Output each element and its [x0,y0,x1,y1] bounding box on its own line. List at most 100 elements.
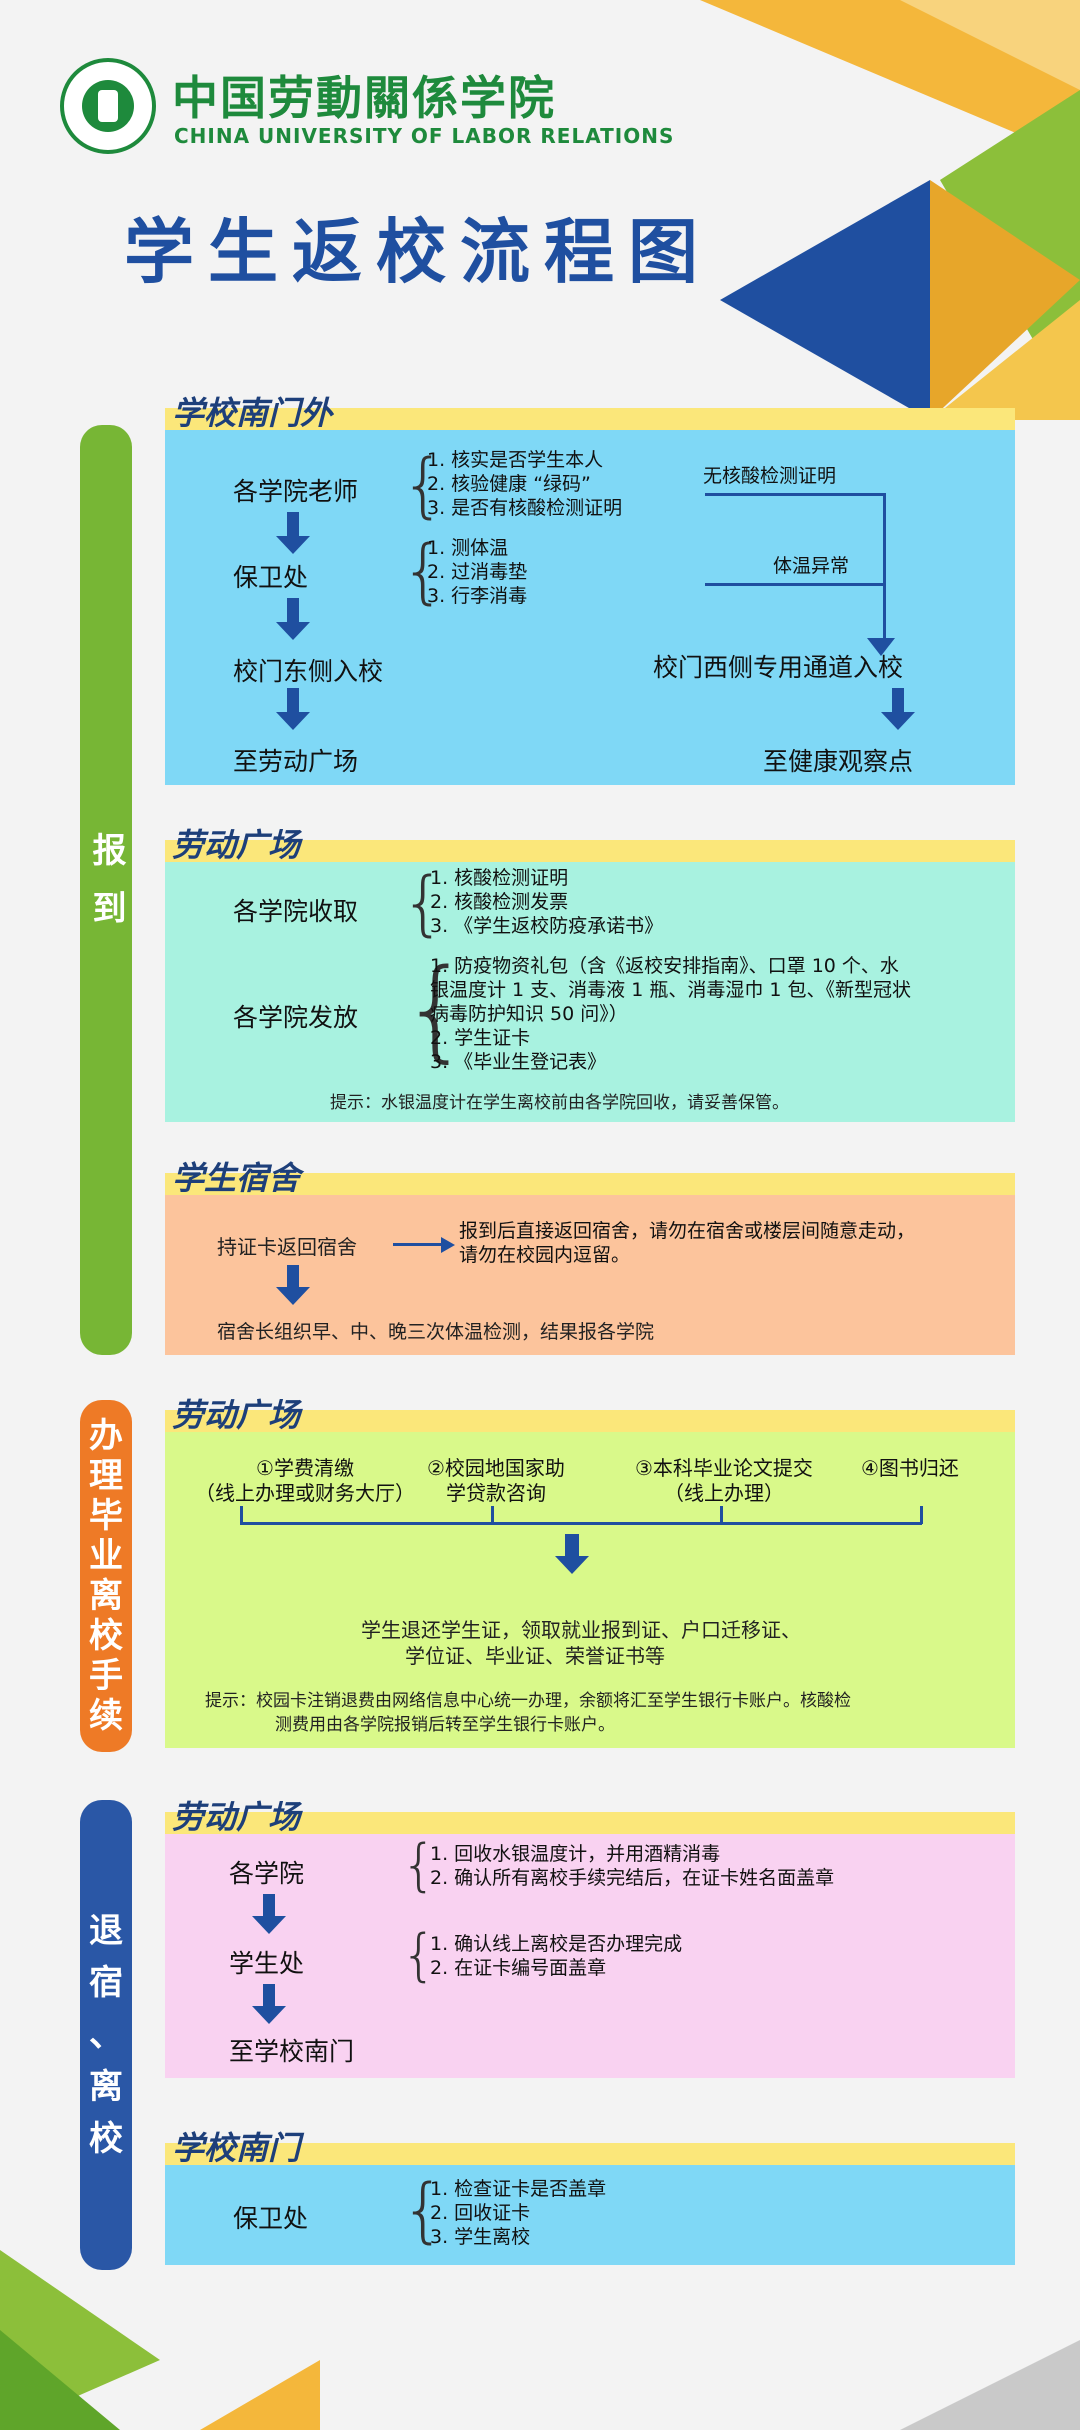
arrow-head [252,2006,286,2024]
section-box-south-gate: 保卫处 { 1. 检查证卡是否盖章 2. 回收证卡 3. 学生离校 [165,2165,1015,2265]
issue-item-1: 1. 防疫物资礼包（含《返校安排指南》、口罩 10 个、水 [430,955,899,977]
tip-thermometer: 提示：水银温度计在学生离校前由各学院回收，请妥善保管。 [330,1093,789,1113]
sidebar-graduate-c3: 业 [89,1536,123,1576]
dorm-note-2: 请勿在校园内逗留。 [459,1244,631,1266]
sidebar-graduate-c0: 办 [89,1416,123,1456]
arrow [287,688,299,714]
collect-item-3: 3. 《学生返校防疫承诺书》 [430,915,664,937]
gate-item-2: 2. 回收证卡 [430,2202,531,2224]
sidebar-graduate-c6: 手 [89,1656,123,1696]
brace: { [401,945,471,1073]
sidebar-leave-c1: 宿 [89,1963,123,2003]
arrow [263,1894,275,1918]
section-heading-labor-square-2: 劳动广场 [172,1396,301,1434]
grad-tip-2: 测费用由各学院报销后转至学生银行卡账户。 [275,1715,615,1735]
grad-step-4: ④图书归还 [861,1456,959,1480]
sidebar-leave: 退 宿 、 离 校 [80,1800,132,2270]
student-item-1: 1. 确认线上离校是否办理完成 [430,1933,683,1955]
grad-step-3-line2: （线上办理） [663,1481,784,1505]
arrow [287,512,299,538]
section-heading-dorm: 学生宿舍 [172,1159,301,1197]
arrow-head [276,1287,310,1305]
section-heading-south-gate-outside: 学校南门外 [172,394,333,432]
step-east-entry: 校门东侧入校 [233,657,384,686]
step-card-return: 持证卡返回宿舍 [217,1235,357,1259]
arrow [892,688,904,714]
grad-step-1: ①学费清缴 （线上办理或财务大厅） [195,1456,415,1506]
security-item-2: 2. 过消毒垫 [427,561,528,583]
teacher-item-2: 2. 核验健康 “绿码” [427,473,591,495]
section-heading-labor-square-1: 劳动广场 [172,826,301,864]
step-student-office: 学生处 [229,1949,305,1978]
school-name-cn: 中国劳動關係学院 [172,71,556,125]
arrow [263,1984,275,2008]
gate-item-3: 3. 学生离校 [430,2226,531,2248]
grad-step-1-line1: ①学费清缴 [256,1456,354,1480]
section-box-south-gate-outside: 各学院老师 { 1. 核实是否学生本人 2. 核验健康 “绿码” 3. 是否有核… [165,430,1015,785]
grad-step-3: ③本科毕业论文提交 （线上办理） [635,1456,813,1506]
arrow-head [252,1916,286,1934]
grad-tip-1: 提示：校园卡注销退费由网络信息中心统一办理，余额将汇至学生银行卡账户。核酸检 [205,1691,851,1711]
sidebar-graduate-c7: 续 [89,1696,123,1736]
step-to-gate: 至学校南门 [229,2037,355,2066]
arrow-head [276,712,310,730]
brace: { [401,1923,437,1988]
sidebar-graduate-c1: 理 [89,1456,123,1496]
connector-line [883,493,886,643]
section-band [165,2143,1015,2165]
arrow [287,598,299,624]
arrow-head [867,638,895,656]
arrow-head [276,622,310,640]
college-item-2: 2. 确认所有离校手续完结后，在证卡姓名面盖章 [430,1867,835,1889]
issue-item-4: 2. 学生证卡 [430,1027,531,1049]
section-heading-labor-square-3: 劳动广场 [172,1798,301,1836]
collect-item-2: 2. 核酸检测发票 [430,891,569,913]
collect-item-1: 1. 核酸检测证明 [430,867,569,889]
grad-result-1: 学生退还学生证，领取就业报到证、户口迁移证、 [361,1618,801,1642]
gate-item-1: 1. 检查证卡是否盖章 [430,2178,607,2200]
section-band [165,408,1015,430]
sidebar-graduate-c4: 离 [89,1576,123,1616]
section-band [165,840,1015,862]
dorm-note-1: 报到后直接返回宿舍，请勿在宿舍或楼层间随意走动， [459,1220,916,1242]
sidebar-graduate: 办 理 毕 业 离 校 手 续 [80,1400,132,1752]
grad-step-2-line1: ②校园地国家助 [427,1456,565,1480]
section-box-labor-square-3: 各学院 { 1. 回收水银温度计，并用酒精消毒 2. 确认所有离校手续完结后，在… [165,1834,1015,2078]
connector-tick [920,1506,923,1524]
grad-step-3-line1: ③本科毕业论文提交 [635,1456,813,1480]
issue-item-2: 银温度计 1 支、消毒液 1 瓶、消毒湿巾 1 包、《新型冠状 [430,979,912,1001]
step-college: 各学院 [229,1859,305,1888]
section-box-labor-square-2: ①学费清缴 （线上办理或财务大厅） ②校园地国家助 学贷款咨询 ③本科毕业论文提… [165,1432,1015,1748]
section-band [165,1410,1015,1432]
security-item-1: 1. 测体温 [427,537,509,559]
issue-item-3: 病毒防护知识 50 问》） [430,1003,628,1025]
section-band [165,1173,1015,1195]
sidebar-leave-c4: 校 [89,2119,123,2159]
sidebar-leave-c3: 离 [89,2067,123,2107]
brace: { [401,444,446,526]
section-band [165,1812,1015,1834]
step-security-exit: 保卫处 [233,2204,309,2233]
connector-tick [720,1506,723,1524]
section-box-labor-square-1: 各学院收取 { 1. 核酸检测证明 2. 核酸检测发票 3. 《学生返校防疫承诺… [165,862,1015,1122]
brace: { [401,530,446,612]
grad-result-2: 学位证、毕业证、荣誉证书等 [405,1644,665,1668]
section-box-dorm: 持证卡返回宿舍 报到后直接返回宿舍，请勿在宿舍或楼层间随意走动， 请勿在校园内逗… [165,1195,1015,1355]
sidebar-graduate-c2: 毕 [89,1496,123,1536]
page-title: 学生返校流程图 [124,211,712,293]
sidebar-leave-c0: 退 [89,1911,123,1951]
connector-tick [240,1506,243,1524]
step-teacher: 各学院老师 [233,477,359,506]
arrow-head [881,712,915,730]
grad-step-2: ②校园地国家助 学贷款咨询 [427,1456,565,1506]
arrow-head [441,1237,455,1253]
step-to-health: 至健康观察点 [763,747,914,776]
step-west-entry: 校门西侧专用通道入校 [653,653,904,682]
step-to-square: 至劳动广场 [233,747,359,776]
college-item-1: 1. 回收水银温度计，并用酒精消毒 [430,1843,721,1865]
step-issue: 各学院发放 [233,1003,359,1032]
teacher-item-3: 3. 是否有核酸检测证明 [427,497,623,519]
temp-abnormal-label: 体温异常 [773,555,850,577]
arrow-head [276,536,310,554]
brace: { [401,2169,446,2251]
